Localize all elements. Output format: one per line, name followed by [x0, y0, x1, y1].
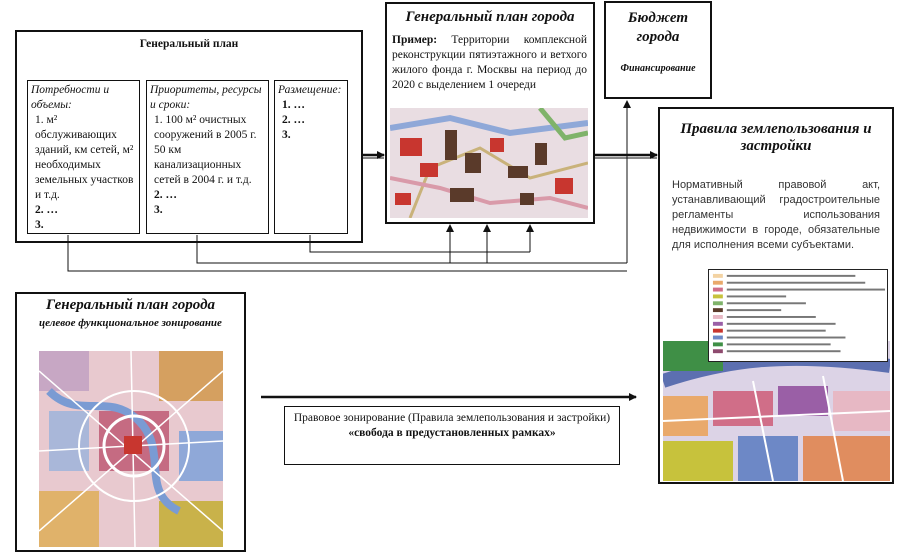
legal-zoning-motto: «свобода в предустановленных рамках»	[348, 427, 556, 439]
general-plan-title: Генеральный план	[139, 38, 239, 50]
functional-zoning-box: Генеральный план города целевое функцион…	[15, 292, 246, 552]
list-item: 3.	[35, 219, 44, 231]
functional-zoning-map-image	[39, 351, 223, 547]
legal-zoning-box: Правовое зонирование (Правила землепольз…	[284, 406, 620, 465]
list-item: 2. …	[35, 204, 58, 216]
placement-list: 1. … 2. … 3.	[282, 98, 344, 143]
list-item: 2. …	[282, 114, 305, 126]
needs-list: 1. м² обслуживающих зданий, км сетей, м²…	[35, 113, 136, 233]
list-item: 3.	[282, 129, 291, 141]
legal-zoning-text: Правовое зонирование (Правила землепольз…	[293, 412, 611, 424]
example-text: Территории комплексной реконструкции пят…	[392, 34, 587, 91]
budget-financing: Финансирование	[620, 63, 696, 74]
needs-heading: Потребности и объемы:	[31, 84, 110, 111]
zoning-legend	[708, 269, 888, 362]
placement-heading: Размещение:	[278, 84, 342, 96]
budget-box: Бюджет города Финансирование	[604, 1, 712, 99]
zoning-map-image	[663, 341, 890, 481]
reconstruction-map-image	[390, 108, 588, 218]
functional-zoning-subtitle: целевое функциональное зонирование	[39, 317, 222, 329]
list-item: 1. …	[282, 99, 305, 111]
priorities-column: Приоритеты, ресурсы и сроки: 1. 100 м² о…	[146, 80, 269, 234]
rules-box: Правила землепользования и застройки Нор…	[658, 107, 894, 484]
city-plan-title: Генеральный план города	[405, 9, 575, 25]
budget-title: Бюджет города	[627, 10, 689, 45]
priorities-heading: Приоритеты, ресурсы и сроки:	[150, 84, 262, 111]
rules-title: Правила землепользования и застройки	[680, 121, 872, 154]
city-plan-example: Пример: Территории комплексной реконстру…	[392, 33, 587, 93]
list-item: 3.	[154, 204, 163, 216]
example-label: Пример:	[392, 34, 438, 46]
city-plan-box: Генеральный план города Пример: Территор…	[385, 2, 595, 224]
priorities-list: 1. 100 м² очистных сооружений в 2005 г. …	[154, 113, 265, 218]
rules-description: Нормативный правовой акт, устанавливающи…	[672, 179, 880, 251]
list-item: 1. 100 м² очистных сооружений в 2005 г. …	[154, 114, 257, 186]
general-plan-box: Генеральный план Потребности и объемы: 1…	[15, 30, 363, 243]
needs-column: Потребности и объемы: 1. м² обслуживающи…	[27, 80, 140, 234]
placement-column: Размещение: 1. … 2. … 3.	[274, 80, 348, 234]
list-item: 2. …	[154, 189, 177, 201]
list-item: 1. м² обслуживающих зданий, км сетей, м²…	[35, 114, 134, 201]
functional-zoning-title: Генеральный план города	[45, 297, 216, 313]
